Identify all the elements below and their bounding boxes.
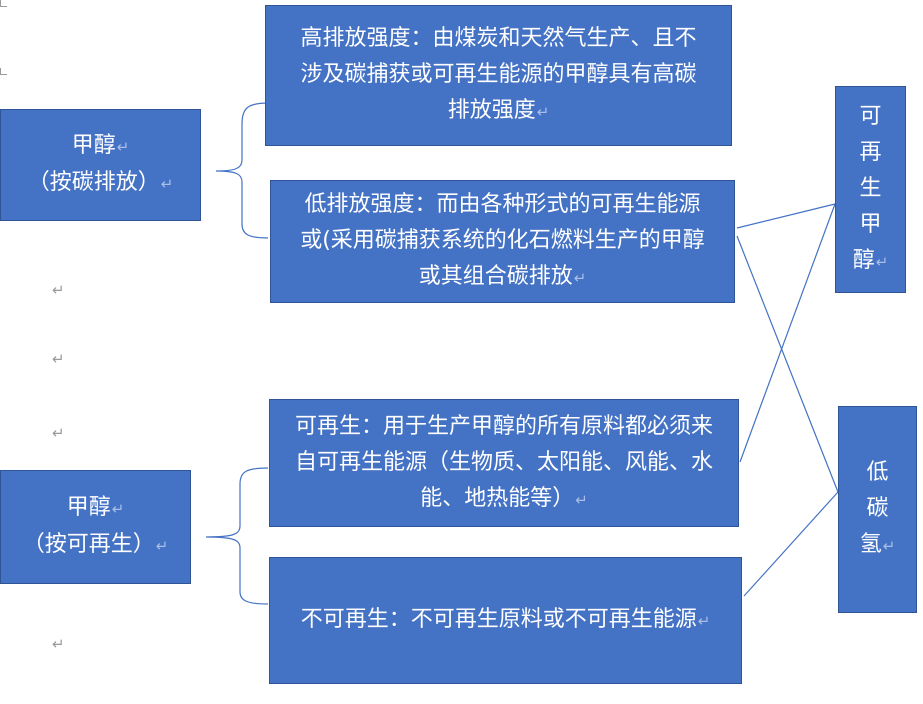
renewable-text: 可再生：用于生产甲醇的所有原料都必须来自可再生能源（生物质、太阳能、风能、水能、… — [294, 413, 713, 511]
paragraph-mark-icon: ↵ — [111, 500, 125, 518]
paragraph-mark-icon: ↵ — [155, 537, 169, 555]
paragraph-mark-icon: ↵ — [875, 253, 889, 271]
vertical-char: 生 — [859, 176, 882, 201]
high-emission-text: 高排放强度：由煤炭和天然气生产、且不涉及碳捕获或可再生能源的甲醇具有高碳排放强度… — [300, 26, 697, 123]
brace-renewable — [205, 467, 269, 605]
line-low-to-renewable-methanol — [736, 203, 836, 229]
page-corner-mark — [0, 0, 7, 7]
line-renew-to-renewable-methanol — [739, 203, 836, 463]
paragraph-mark-icon: ↵ — [573, 269, 587, 287]
methanol-label: 甲醇↵ — [71, 133, 130, 158]
line-nonrenew-to-low-carbon-hydrogen — [743, 491, 839, 597]
methanol-by-renewable-box: 甲醇↵ （按可再生）↵ — [0, 470, 191, 584]
paragraph-mark-icon: ↵ — [52, 281, 65, 299]
brace-emission — [215, 102, 269, 239]
paragraph-mark-icon: ↵ — [882, 537, 896, 555]
high-emission-intensity-box: 高排放强度：由煤炭和天然气生产、且不涉及碳捕获或可再生能源的甲醇具有高碳排放强度… — [265, 5, 732, 146]
low-carbon-hydrogen-box: 低 碳 氢↵ — [838, 406, 917, 613]
vertical-char: 再 — [859, 140, 882, 165]
paragraph-mark-icon: ↵ — [160, 175, 174, 193]
emission-label: （按碳排放）↵ — [27, 170, 174, 195]
paragraph-mark-icon: ↵ — [575, 490, 588, 509]
paragraph-mark-icon: ↵ — [536, 103, 550, 121]
paragraph-mark-icon: ↵ — [697, 612, 711, 630]
vertical-char-with-mark: 氢↵ — [859, 532, 896, 557]
paragraph-mark-icon: ↵ — [52, 350, 65, 368]
paragraph-mark-icon: ↵ — [52, 424, 65, 442]
non-renewable-box: 不可再生：不可再生原料或不可再生能源↵ — [269, 557, 742, 684]
renewable-methanol-box: 可 再 生 甲 醇↵ — [835, 86, 906, 293]
paragraph-mark-icon: ↵ — [116, 138, 130, 156]
paragraph-mark-icon: ↵ — [52, 635, 65, 653]
line-low-to-low-carbon-hydrogen — [736, 235, 839, 493]
methanol-by-emission-box: 甲醇↵ （按碳排放）↵ — [0, 109, 201, 221]
low-emission-intensity-box: 低排放强度：而由各种形式的可再生能源或(采用碳捕获系统的化石燃料生产的甲醇或其组… — [270, 180, 735, 303]
renewable-box: 可再生：用于生产甲醇的所有原料都必须来自可再生能源（生物质、太阳能、风能、水能、… — [269, 399, 739, 527]
renewable-label: （按可再生）↵ — [22, 532, 169, 557]
vertical-char: 碳 — [866, 496, 889, 521]
vertical-char-with-mark: 醇↵ — [852, 248, 889, 273]
vertical-char: 甲 — [859, 212, 882, 237]
page-corner-mark — [0, 68, 7, 75]
vertical-char: 可 — [859, 104, 882, 129]
low-emission-text: 低排放强度：而由各种形式的可再生能源或(采用碳捕获系统的化石燃料生产的甲醇或其组… — [300, 192, 705, 289]
methanol-label: 甲醇↵ — [66, 495, 125, 520]
non-renewable-text: 不可再生：不可再生原料或不可再生能源↵ — [300, 607, 711, 632]
vertical-char: 低 — [866, 460, 889, 485]
